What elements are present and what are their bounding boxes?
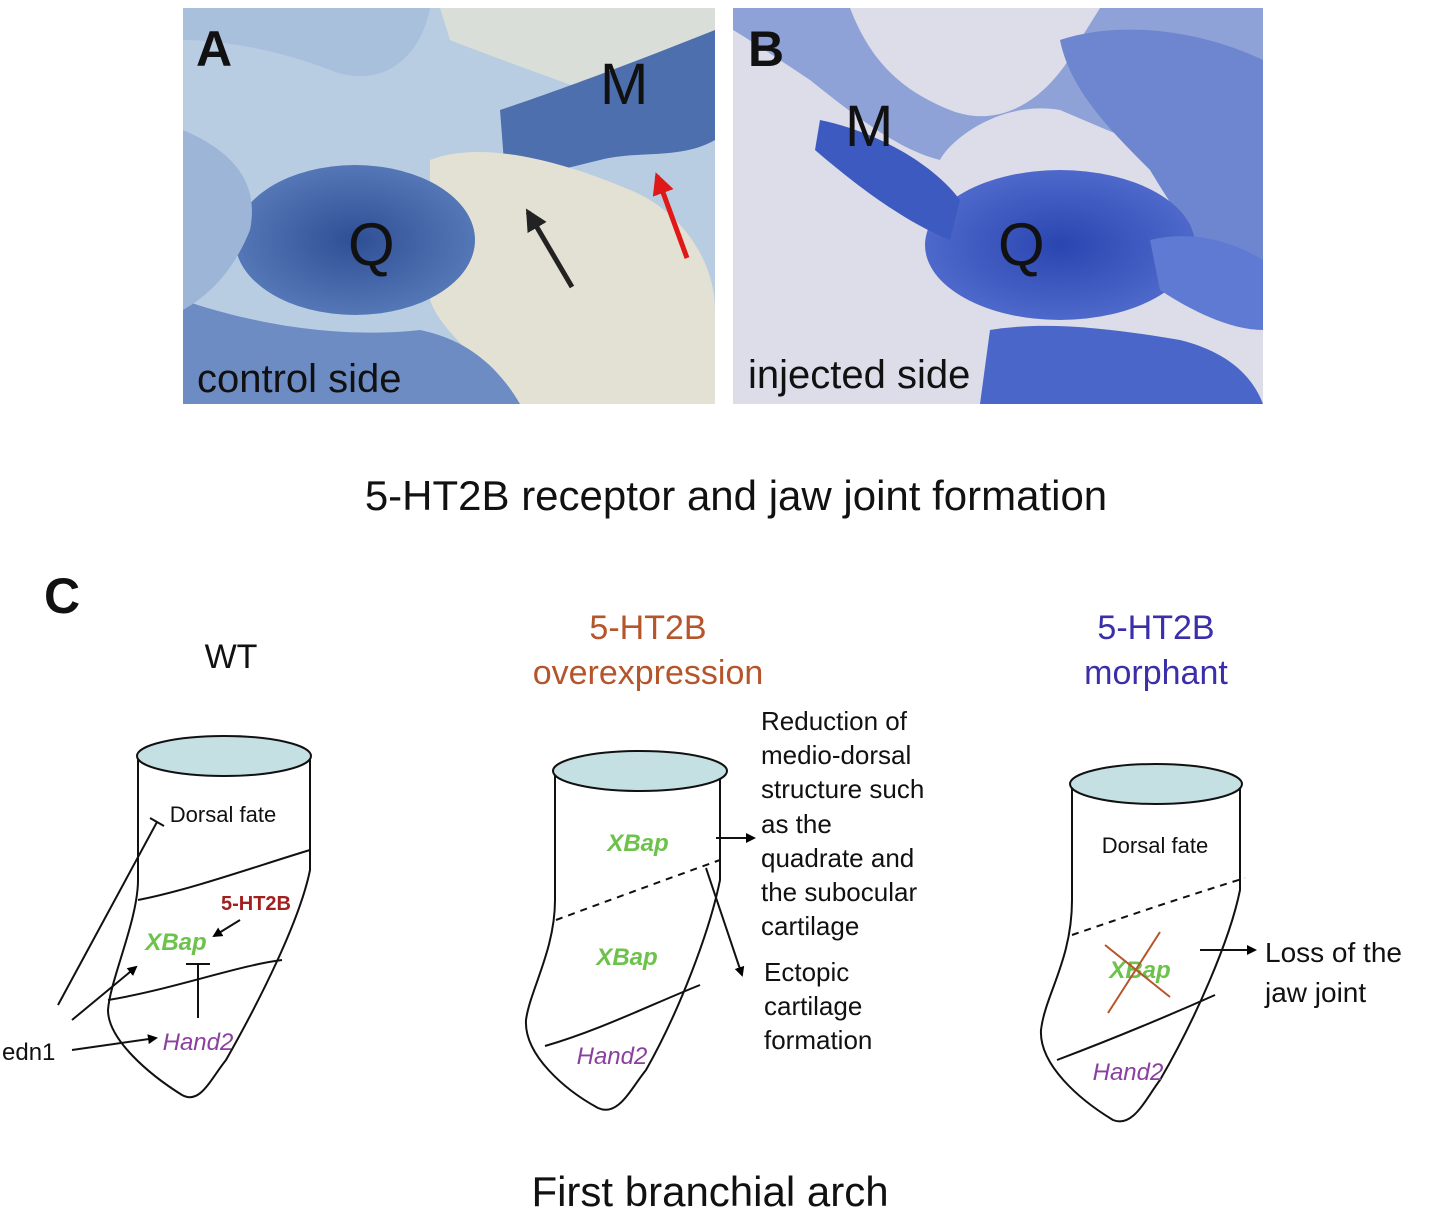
wt-receptor-arrow [212,919,241,938]
wt-edn1-hand2-arrow [71,1034,158,1051]
over-hand2-label: Hand2 [577,1043,648,1070]
over-effect-arrows [705,833,756,977]
panel-b-image [733,8,1263,404]
panel-a-m-label: M [600,52,648,117]
panel-b-caption: injected side [748,353,970,397]
over-effect2-line: cartilage [764,991,862,1021]
wt-edn1-inhibit-line [57,821,158,1006]
morph-title-line2: morphant [1084,654,1228,692]
morph-effect-text: Loss of the jaw joint [1264,937,1402,1008]
over-effect2-line: Ectopic [764,957,849,987]
over-effect1-line: Reduction of [761,706,908,736]
morph-xbap-label: XBap [1107,957,1170,984]
over-xbap-upper-label: XBap [605,830,668,857]
over-effect2-text: Ectopic cartilage formation [764,957,872,1055]
morph-hand2-label: Hand2 [1093,1059,1164,1086]
morph-effect-line: Loss of the [1265,937,1402,968]
panel-a-caption: control side [197,357,402,401]
over-effect1-line: cartilage [761,911,859,941]
figure-title: 5-HT2B receptor and jaw joint formation [365,472,1107,519]
panel-a-black-arrow [525,208,575,289]
over-effect2-line: formation [764,1025,872,1055]
morph-title-line1: 5-HT2B [1097,609,1214,647]
morph-xbap-cross-icon [1104,931,1171,1014]
over-title-line1: 5-HT2B [589,609,706,647]
wt-dorsal-label: Dorsal fate [170,802,276,827]
over-effect1-line: quadrate and [761,843,914,873]
morph-arch [1039,785,1246,1123]
over-xbap-lower-label: XBap [594,944,657,971]
wt-pathway-lines [57,817,241,1051]
wt-edn1-inhibit-bar [149,817,165,827]
panel-b-q-label: Q [998,211,1045,278]
panel-b-letter: B [748,21,784,77]
wt-xbap-label: XBap [143,929,206,956]
over-title-line2: overexpression [533,654,764,692]
over-arch [524,772,721,1111]
panel-a-red-arrow [652,172,690,259]
over-ectopic-arrow [705,867,745,977]
wt-arch-top-disc [136,735,312,777]
panel-a-q-cartilage [235,165,475,315]
panel-a-image [183,8,715,404]
morph-arch-top-disc [1069,763,1243,805]
panel-c-letter: C [44,568,80,624]
morph-effect-line: jaw joint [1264,977,1366,1008]
wt-title: WT [205,638,258,676]
wt-arch [106,757,311,1099]
over-effect1-line: medio-dorsal [761,740,911,770]
wt-edn1-label: edn1 [2,1039,55,1066]
wt-receptor-label: 5-HT2B [221,893,291,915]
panel-a-letter: A [196,21,232,77]
panel-b-q-cartilage [925,170,1195,320]
panel-a-q-label: Q [348,211,395,278]
over-effect1-line: as the [761,809,832,839]
wt-hand2-label: Hand2 [163,1029,234,1056]
panel-c-title: First branchial arch [531,1168,888,1215]
over-effect1-line: structure such [761,774,924,804]
wt-edn1-xbap-arrow [71,965,138,1021]
over-effect1-text: Reduction of medio-dorsal structure such… [761,706,924,941]
over-arch-top-disc [552,750,728,792]
over-effect1-line: the subocular [761,877,917,907]
morph-dorsal-label: Dorsal fate [1102,833,1208,858]
panel-b-m-label: M [845,94,893,159]
